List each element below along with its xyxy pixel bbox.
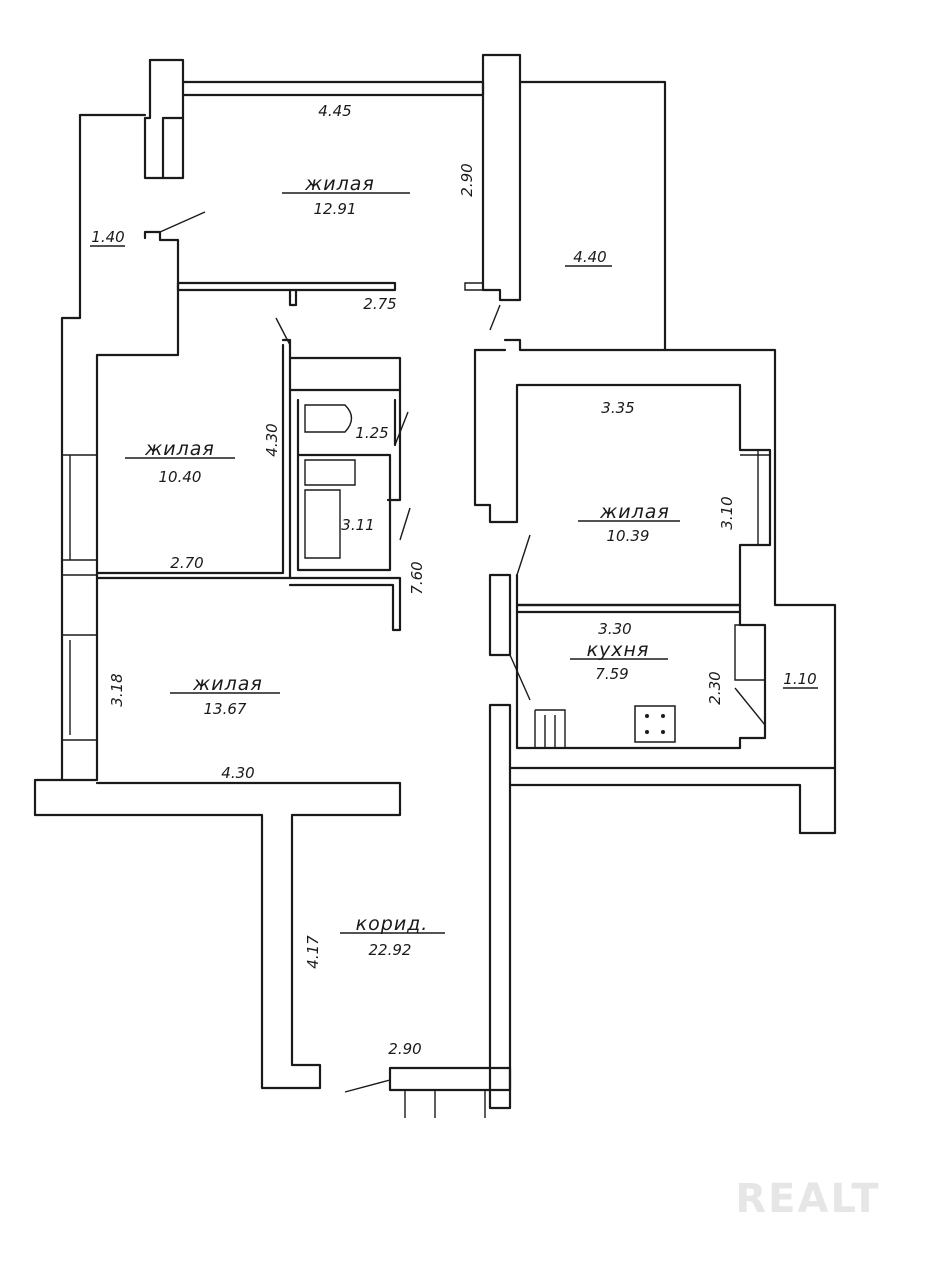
dim-140: 1.40: [91, 228, 124, 246]
dim-230: 2.30: [706, 671, 724, 704]
dim-125: 1.25: [355, 424, 388, 442]
dim-290-bottom: 2.90: [388, 1040, 421, 1058]
dimension-labels: 4.45 2.90 1.40 4.40 2.75 3.35 1.25 4.30 …: [90, 102, 818, 1058]
room-label-living-top: жилая 12.91: [282, 173, 410, 218]
room-name: корид.: [356, 913, 429, 935]
dim-310: 3.10: [718, 496, 736, 529]
room-name: кухня: [587, 639, 650, 661]
watermark-logo: REALT: [735, 1176, 880, 1222]
room-area: 22.92: [369, 941, 412, 959]
room-name: жилая: [304, 173, 375, 195]
room-area: 7.59: [595, 665, 628, 683]
room-label-corridor: корид. 22.92: [340, 913, 445, 959]
dim-430-vert: 4.30: [263, 423, 281, 456]
room-name: жилая: [144, 438, 215, 460]
room-name: жилая: [192, 673, 263, 695]
room-area: 10.39: [607, 527, 650, 545]
room-area: 13.67: [204, 700, 247, 718]
room-area: 10.40: [159, 468, 202, 486]
walls: [33, 53, 837, 1118]
dim-760: 7.60: [408, 561, 426, 594]
dim-430-horiz: 4.30: [221, 764, 254, 782]
dim-330: 3.30: [598, 620, 631, 638]
dim-275: 2.75: [363, 295, 396, 313]
room-label-living-right: жилая 10.39: [578, 501, 680, 545]
room-name: жилая: [599, 501, 670, 523]
room-label-living-bottom: жилая 13.67: [170, 673, 280, 718]
dim-290-top: 2.90: [458, 163, 476, 196]
dim-335: 3.35: [601, 399, 634, 417]
dim-270: 2.70: [170, 554, 203, 572]
dim-440: 4.40: [573, 248, 606, 266]
dim-318: 3.18: [108, 673, 126, 706]
dim-110: 1.10: [783, 670, 816, 688]
room-label-kitchen: кухня 7.59: [570, 639, 668, 683]
dim-417: 4.17: [304, 935, 322, 969]
dim-445: 4.45: [318, 102, 351, 120]
dim-311: 3.11: [341, 516, 374, 534]
room-label-living-left: жилая 10.40: [125, 438, 235, 486]
room-area: 12.91: [314, 200, 357, 218]
